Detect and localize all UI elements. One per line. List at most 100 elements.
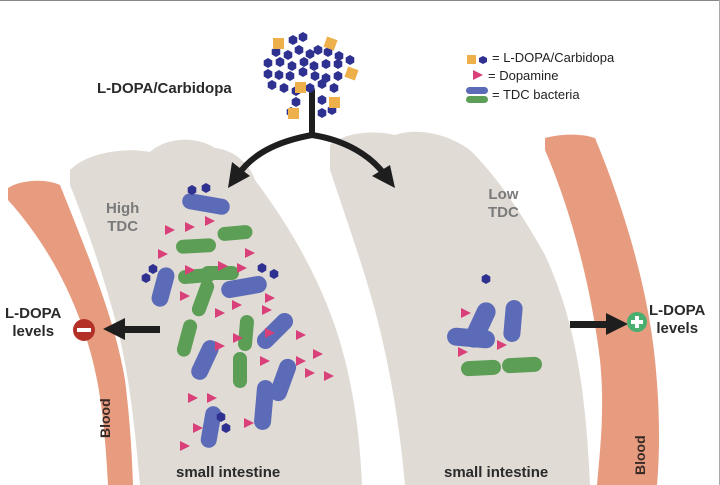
right-organ-label: small intestine: [444, 464, 549, 481]
dopamine-triangle: [193, 423, 203, 433]
left-blood-vessel: [8, 180, 133, 485]
drug-hexagon: [317, 108, 327, 118]
drug-hexagon: [309, 61, 319, 71]
right-ldopa-text: L-DOPA: [649, 302, 706, 319]
left-bacteria-group: [141, 183, 334, 451]
tdc-bacterium-blue: [269, 358, 297, 402]
right-levels-text: levels: [656, 320, 699, 337]
drug-hexagon: [313, 45, 323, 55]
arrowhead-right-intestine: [372, 165, 395, 188]
drug-hexagon: [481, 274, 491, 284]
dopamine-triangle: [265, 293, 275, 303]
right-absorption-arrow-shaft: [570, 321, 610, 328]
drug-square: [344, 66, 359, 81]
tdc-green-icon: [466, 96, 488, 103]
drug-hexagon: [221, 423, 231, 433]
drug-hexagon: [345, 55, 355, 65]
dopamine-triangle: [237, 263, 247, 273]
drug-square: [323, 36, 338, 51]
drug-square: [329, 97, 340, 108]
low-label: Low: [488, 186, 519, 203]
dopamine-triangle: [215, 308, 225, 318]
left-organ-label: small intestine: [176, 464, 281, 481]
legend-label-tdc: = TDC bacteria: [492, 87, 580, 102]
left-absorption-arrowhead: [103, 318, 125, 340]
dopamine-triangle: [262, 305, 272, 315]
dopamine-triangle: [188, 393, 198, 403]
drug-hexagon: [333, 59, 343, 69]
drug-hexagon: [329, 83, 339, 93]
left-absorption-arrow-shaft: [120, 326, 160, 333]
dopamine-triangle: [245, 248, 255, 258]
right-blood-vessel: [545, 134, 660, 485]
left-ldopa-levels-label: L-DOPA levels: [5, 305, 61, 341]
drug-hexagon: [321, 59, 331, 69]
drug-hexagon: [334, 51, 344, 61]
minus-icon: [73, 319, 95, 341]
drug-hexagon: [263, 58, 273, 68]
dopamine-triangle: [218, 261, 228, 271]
dopamine-triangle: [461, 308, 471, 318]
drug-hexagon: [274, 70, 284, 80]
right-absorption-arrowhead: [606, 313, 628, 335]
drug-hexagon: [294, 45, 304, 55]
drug-hexagon: [201, 183, 211, 193]
tdc-bacterium-green: [191, 279, 215, 317]
tdc-bacterium-green: [217, 225, 253, 241]
tdc-bacterium-blue: [254, 380, 274, 430]
top-border: [0, 0, 720, 1]
tdc-bacterium-blue: [503, 300, 523, 342]
high-label: High: [106, 200, 140, 217]
tdc-bacterium-green: [502, 356, 542, 374]
right-blood-label: Blood: [632, 435, 648, 475]
dopamine-triangle: [165, 225, 175, 235]
dopamine-triangle: [158, 249, 168, 259]
dopamine-triangle: [458, 347, 468, 357]
dopamine-triangle: [497, 340, 507, 350]
dopamine-triangle: [296, 330, 306, 340]
dopamine-triangle: [244, 418, 254, 428]
legend-icons: [466, 55, 488, 103]
drug-hexagon: [323, 47, 333, 57]
tdc-bacterium-green: [233, 352, 247, 388]
tdc-bacterium-green: [176, 238, 216, 254]
drug-cluster: [263, 32, 359, 119]
legend-label-dopamine: = Dopamine: [488, 68, 559, 83]
dopamine-triangle: [185, 265, 195, 275]
tdc-bacterium-blue: [182, 193, 230, 215]
dopamine-triangle-icon: [473, 70, 483, 80]
tdc-bacterium-green: [176, 319, 198, 357]
drug-square-icon: [467, 55, 476, 64]
high-tdc-label: High TDC: [106, 200, 139, 236]
drug-hexagon: [275, 57, 285, 67]
right-ldopa-levels-label: L-DOPA levels: [649, 302, 705, 338]
drug-hexagon: [298, 67, 308, 77]
tdc-bacterium-blue: [447, 327, 495, 349]
drug-hexagon: [263, 69, 273, 79]
tdc-bacterium-blue: [151, 267, 175, 307]
drug-title: L-DOPA/Carbidopa: [97, 80, 232, 97]
right-intestine: [330, 131, 590, 485]
drug-hexagon: [317, 79, 327, 89]
dopamine-triangle: [207, 393, 217, 403]
tdc-bacterium-blue: [221, 275, 267, 299]
tdc-label-right: TDC: [488, 204, 519, 221]
dopamine-triangle: [313, 349, 323, 359]
drug-hexagon: [317, 95, 327, 105]
dopamine-triangle: [296, 356, 306, 366]
drug-hexagon: [333, 71, 343, 81]
dopamine-triangle: [265, 328, 275, 338]
dopamine-triangle: [232, 300, 242, 310]
drug-hexagon: [141, 273, 151, 283]
dopamine-triangle: [260, 356, 270, 366]
tdc-bacterium-green: [461, 359, 501, 377]
left-levels-text: levels: [12, 323, 55, 340]
dopamine-triangle: [180, 291, 190, 301]
tdc-bacterium-blue: [256, 312, 294, 350]
dopamine-triangle: [180, 441, 190, 451]
drug-hexagon: [267, 80, 277, 90]
low-tdc-label: Low TDC: [488, 186, 519, 222]
drug-hexagon: [291, 97, 301, 107]
arrowhead-left-intestine: [228, 162, 250, 188]
